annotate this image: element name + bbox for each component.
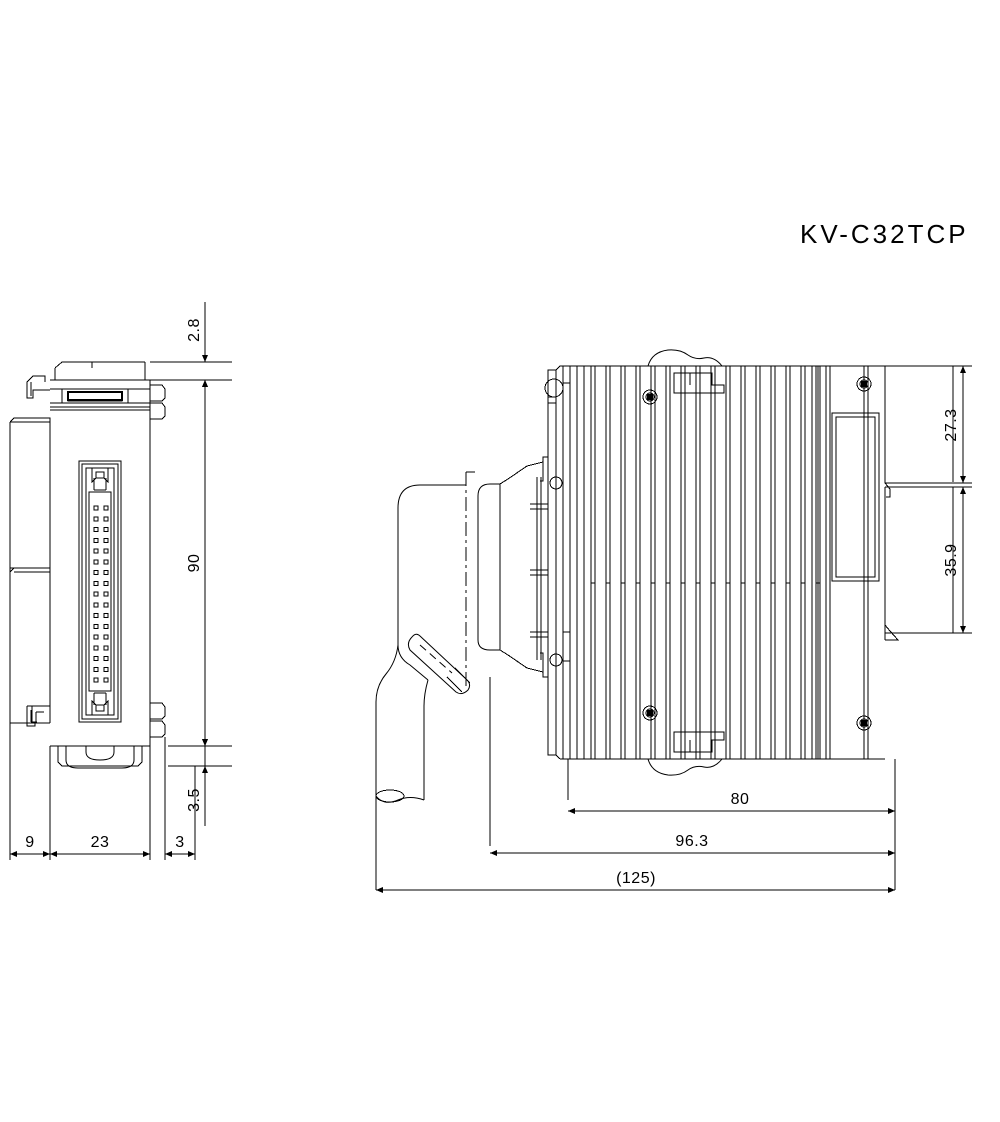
- left-view-bottom-clip: [50, 745, 150, 769]
- left-view-side-strip: [9, 417, 51, 724]
- dim-3-5: 3.5: [186, 739, 208, 826]
- connector-pin: [103, 656, 109, 661]
- right-view-label-plate: [831, 412, 880, 582]
- connector-pin: [103, 559, 109, 565]
- right-view-screw-bottom-right: [856, 715, 872, 731]
- connector-pin: [103, 623, 109, 629]
- connector-pin: [103, 548, 109, 554]
- connector-pin: [103, 505, 109, 511]
- dim-3: 3: [165, 834, 195, 857]
- left-view-connector-key-top: [91, 468, 109, 491]
- connector-pin: [93, 656, 99, 661]
- connector-pin: [103, 570, 109, 575]
- left-view-connector-pin-array: [93, 505, 109, 683]
- right-view-rear-latches: [884, 482, 900, 641]
- right-view-cable-hood: [375, 471, 475, 803]
- right-view-connector-shroud: [477, 456, 563, 678]
- left-view: 2.8 90 3.5: [9, 302, 232, 860]
- connector-pin: [103, 666, 109, 672]
- dim-23-text: 23: [91, 834, 110, 851]
- dim-27-3: 27.3: [943, 366, 966, 483]
- connector-pin: [103, 645, 109, 651]
- dim-27-3-text: 27.3: [943, 408, 960, 441]
- left-view-top-cap: [54, 361, 146, 381]
- right-view-bottom-clip: [647, 731, 725, 776]
- dim-90: 90: [186, 380, 208, 746]
- right-view-front-rail: [544, 369, 564, 756]
- left-view-connector-housing: [78, 460, 122, 723]
- connector-pin: [93, 634, 99, 640]
- dim-96-3-text: 96.3: [675, 833, 708, 850]
- drawing-title: KV-C32TCP: [800, 219, 969, 249]
- left-view-connector-inner: [85, 467, 115, 716]
- right-view-screw-top-left: [642, 389, 658, 405]
- connector-pin: [103, 634, 109, 640]
- connector-pin: [103, 537, 109, 543]
- left-view-right-tabs: [150, 384, 166, 738]
- left-view-din-hook-top: [26, 375, 50, 399]
- dim-96-3: 96.3: [490, 833, 895, 856]
- connector-pin: [103, 613, 109, 618]
- dim-35-9: 35.9: [943, 487, 966, 633]
- dim-35-9-text: 35.9: [943, 543, 960, 576]
- connector-pin: [93, 677, 99, 683]
- right-view-screw-bottom-left: [642, 705, 658, 721]
- connector-pin: [93, 527, 99, 532]
- connector-pin: [103, 602, 109, 608]
- dim-80: 80: [568, 791, 895, 814]
- left-view-extension-lines: [150, 361, 232, 767]
- dim-80-text: 80: [731, 791, 750, 808]
- connector-pin: [93, 645, 99, 651]
- connector-pin: [93, 580, 99, 586]
- connector-pin: [103, 580, 109, 586]
- connector-pin: [93, 537, 99, 543]
- right-view-body-seams: [825, 366, 869, 759]
- connector-pin: [103, 516, 109, 522]
- connector-pin: [93, 666, 99, 672]
- right-view-screw-top-right: [856, 376, 872, 392]
- left-view-bottom-extension-lines: [9, 723, 196, 860]
- dim-90-text: 90: [186, 554, 203, 573]
- dim-2-8-text: 2.8: [186, 318, 203, 342]
- connector-pin: [93, 559, 99, 565]
- connector-pin: [93, 623, 99, 629]
- right-view-top-clip: [647, 349, 725, 394]
- connector-pin: [93, 591, 99, 597]
- dim-3-text: 3: [175, 834, 184, 851]
- connector-pin: [93, 613, 99, 618]
- connector-pin: [103, 527, 109, 532]
- connector-pin: [103, 591, 109, 597]
- dim-125: (125): [376, 870, 895, 893]
- dim-9-text: 9: [25, 834, 34, 851]
- dim-125-text: (125): [616, 870, 656, 887]
- dim-9: 9: [10, 834, 50, 857]
- connector-pin: [103, 677, 109, 683]
- left-view-din-hook-bottom: [26, 705, 50, 727]
- left-view-connector-key-bottom: [91, 692, 109, 715]
- right-view-heatsink-fins: [562, 366, 821, 759]
- connector-pin: [93, 505, 99, 511]
- right-view-horizontal-extension-lines: [375, 677, 896, 890]
- connector-pin: [93, 570, 99, 575]
- connector-pin: [93, 602, 99, 608]
- right-view-body-outline: [555, 365, 885, 760]
- right-view-rear-plate: [884, 365, 954, 634]
- dim-23: 23: [50, 834, 150, 857]
- right-view: 27.3 35.9 80: [375, 349, 972, 893]
- connector-pin: [93, 516, 99, 522]
- connector-pin: [93, 548, 99, 554]
